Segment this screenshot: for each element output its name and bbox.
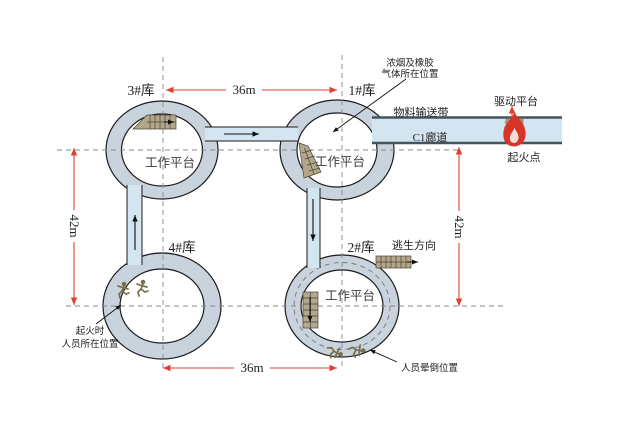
fainted-leader-arrow (369, 349, 398, 363)
fire-icon (503, 111, 526, 147)
labels: 3#库 1#库 4#库 2#库 工作平台 工作平台 工作平台 浓烟及橡胶 气体所… (61, 57, 540, 374)
flow-arrows (132, 131, 316, 250)
fainted-location-label: 人员晕倒位置 (401, 362, 458, 374)
fire-time-label-line2: 人员所在位置 (61, 338, 118, 350)
dimension-bottom-36m: 36m (240, 360, 263, 375)
running-person-icon (136, 279, 149, 297)
stairs-icon-silo3 (132, 114, 177, 130)
fire-point-group (503, 111, 526, 147)
c1-corridor-belt (372, 116, 562, 145)
fire-time-label-line1: 起火时 (76, 325, 105, 337)
c1-corridor-label: C1廊道 (413, 130, 448, 144)
fallen-person-icon (347, 344, 366, 358)
fallen-person-icon (326, 346, 343, 359)
stairs-icon-silo2-inner (302, 291, 319, 329)
smoke-leader-arrow (332, 78, 407, 133)
dimension-top-36m: 36m (232, 82, 255, 97)
silo-2-label: 2#库 (348, 240, 375, 255)
fire-point-label: 起火点 (508, 151, 541, 164)
escape-direction-label: 逃生方向 (392, 238, 436, 252)
smoke-location-label-line1: 浓烟及橡胶 (386, 57, 434, 69)
stairs-icons (132, 114, 418, 329)
work-platform-label-silo1: 工作平台 (315, 154, 365, 169)
leader-arrows (95, 78, 407, 363)
dimension-left-42m: 42m (67, 214, 82, 237)
conveyor-belt-label: 物料输送带 (394, 105, 449, 119)
stairs-icon-silo1 (298, 142, 322, 179)
running-person-icon (117, 281, 130, 299)
silo-3-label: 3#库 (128, 83, 155, 98)
fire-time-leader-arrow (95, 304, 122, 325)
stairs-icon-escape-exit (375, 255, 418, 269)
silo-4-label: 4#库 (169, 240, 196, 255)
work-platform-label-silo3: 工作平台 (145, 155, 195, 170)
drive-platform-label: 驱动平台 (494, 94, 538, 108)
dimension-texts: 36m 36m 42m 42m (67, 82, 467, 375)
smoke-location-label-line2: 气体所在位置 (381, 68, 438, 80)
silo-1-label: 1#库 (349, 83, 376, 98)
work-platform-label-silo2: 工作平台 (325, 288, 375, 303)
centerlines (57, 55, 505, 368)
dimension-right-42m: 42m (452, 215, 467, 238)
person-icons (117, 279, 366, 359)
